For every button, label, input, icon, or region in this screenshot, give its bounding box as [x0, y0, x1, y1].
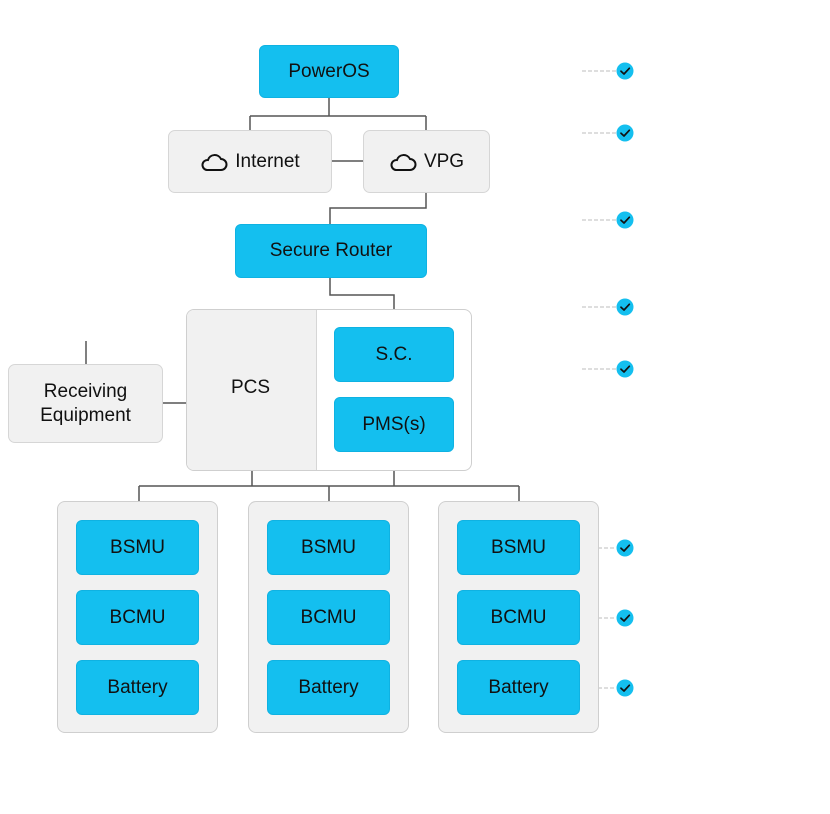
status-marker	[582, 298, 634, 316]
vpg-label: VPG	[423, 150, 465, 172]
battery-label: Battery	[298, 676, 359, 698]
bcmu-node[interactable]: BCMU	[267, 590, 390, 645]
bcmu-label: BCMU	[300, 606, 357, 628]
receiving-equipment-label: Receiving Equipment	[40, 380, 131, 426]
check-circle-icon	[616, 360, 634, 378]
checkmark-icon	[620, 365, 631, 373]
pms-node[interactable]: PMS(s)	[334, 397, 454, 452]
sc-label: S.C.	[375, 343, 413, 365]
pcs-panel[interactable]	[187, 310, 317, 470]
checkmark-icon	[620, 129, 631, 137]
connector-vpg-router	[329, 192, 427, 225]
battery-node[interactable]: Battery	[76, 660, 199, 715]
cloud-icon	[390, 153, 417, 171]
bcmu-node[interactable]: BCMU	[76, 590, 199, 645]
status-marker	[582, 360, 634, 378]
connector-poweros-internet-vpg	[249, 98, 427, 130]
secure-router-label: Secure Router	[269, 240, 393, 261]
bsmu-node[interactable]: BSMU	[267, 520, 390, 575]
status-marker	[616, 539, 634, 557]
battery-label: Battery	[488, 676, 549, 698]
status-marker	[582, 62, 634, 80]
check-circle-icon	[616, 679, 634, 697]
vpg-node[interactable]: VPG	[363, 130, 490, 193]
checkmark-icon	[620, 614, 631, 622]
battery-node[interactable]: Battery	[267, 660, 390, 715]
bsmu-label: BSMU	[491, 536, 546, 558]
status-marker	[582, 124, 634, 142]
checkmark-icon	[620, 216, 631, 224]
check-circle-icon	[616, 609, 634, 627]
check-circle-icon	[616, 211, 634, 229]
bsmu-label: BSMU	[110, 536, 165, 558]
pms-label: PMS(s)	[362, 413, 426, 435]
sc-node[interactable]: S.C.	[334, 327, 454, 382]
poweros-label: PowerOS	[288, 60, 370, 82]
check-circle-icon	[616, 298, 634, 316]
pcs-node: PCS	[186, 309, 315, 471]
status-marker	[616, 679, 634, 697]
battery-label: Battery	[107, 676, 168, 698]
internet-label: Internet	[235, 150, 300, 172]
receiving-equipment-node[interactable]: Receiving Equipment	[8, 364, 163, 443]
bcmu-node[interactable]: BCMU	[457, 590, 580, 645]
checkmark-icon	[620, 544, 631, 552]
bsmu-node[interactable]: BSMU	[76, 520, 199, 575]
secure-router-node[interactable]: Secure Router	[235, 224, 427, 278]
battery-node[interactable]: Battery	[457, 660, 580, 715]
cloud-icon	[201, 153, 228, 171]
check-circle-icon	[616, 62, 634, 80]
check-circle-icon	[616, 539, 634, 557]
bsmu-node[interactable]: BSMU	[457, 520, 580, 575]
pcs-label: PCS	[230, 377, 271, 398]
status-marker	[616, 609, 634, 627]
checkmark-icon	[620, 684, 631, 692]
internet-node[interactable]: Internet	[168, 130, 332, 193]
checkmark-icon	[620, 67, 631, 75]
bcmu-label: BCMU	[109, 606, 166, 628]
status-marker	[582, 211, 634, 229]
checkmark-icon	[620, 303, 631, 311]
bsmu-label: BSMU	[301, 536, 356, 558]
poweros-node[interactable]: PowerOS	[259, 45, 399, 98]
check-circle-icon	[616, 124, 634, 142]
bcmu-label: BCMU	[490, 606, 547, 628]
